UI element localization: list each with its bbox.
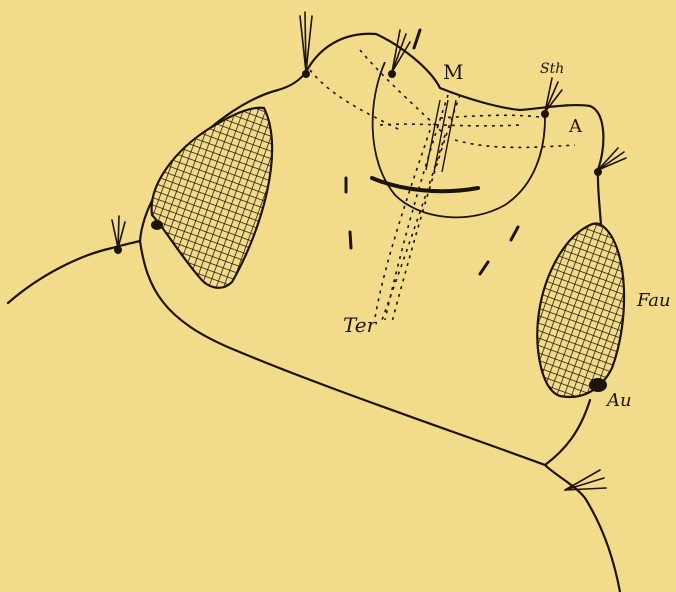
antennal-socket xyxy=(589,378,607,392)
seta-mark-4 xyxy=(480,262,488,274)
dotted-line-5 xyxy=(440,115,545,118)
bristle-base-3 xyxy=(541,110,549,118)
strand-2 xyxy=(434,100,448,172)
bristle-base-4 xyxy=(594,168,602,176)
label-fau: Fau xyxy=(637,292,671,310)
central-ocellar-capsule xyxy=(373,62,545,217)
seta-mark-5 xyxy=(414,30,420,48)
label-m: M xyxy=(443,62,463,82)
bristle-tuft-1 xyxy=(300,12,312,72)
dotted-line-1 xyxy=(310,70,400,130)
seta-mark-2 xyxy=(350,232,351,248)
eye-socket-left xyxy=(151,220,163,230)
tentorium-line-1 xyxy=(385,95,448,320)
dotted-line-4 xyxy=(455,140,575,147)
bristle-tuft-5 xyxy=(112,216,125,248)
bristle-base-5 xyxy=(114,246,122,254)
bristle-base-2 xyxy=(388,70,396,78)
seta-mark-3 xyxy=(511,227,518,240)
right-compound-eye xyxy=(537,224,624,397)
left-compound-eye xyxy=(152,108,273,288)
bristle-base-1 xyxy=(302,70,310,78)
label-sth: Sth xyxy=(540,62,564,76)
tentorium-line-3 xyxy=(375,130,430,318)
label-ter: Ter xyxy=(343,315,376,335)
label-a: A xyxy=(569,118,582,136)
bristle-tuft-2 xyxy=(392,30,410,72)
bristle-tuft-6 xyxy=(565,470,606,490)
label-au: Au xyxy=(607,392,632,410)
capsule-bar xyxy=(372,178,478,191)
